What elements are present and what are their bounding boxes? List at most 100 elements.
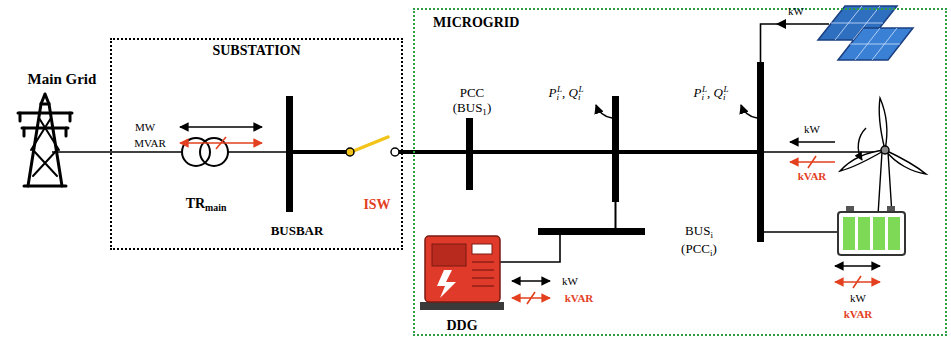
battery-bank [858,217,870,250]
superscript-text: L [578,84,583,94]
isolating-switch [391,148,399,156]
label-text: kVAR [565,292,594,304]
label-text: ) [487,100,491,115]
label-text: PCC [460,85,485,100]
wind-turbine [885,150,926,174]
bus-tie [615,200,617,230]
region-heading: SUBSTATION [212,44,300,58]
diesel-generator [472,285,494,286]
text-label: kVAR [844,309,873,320]
wind-turbine [840,98,926,215]
isolating-switch [351,137,388,152]
substation-region: SUBSTATION [110,38,403,250]
subscript-text: i [723,91,726,101]
text-label: kW [850,293,866,304]
text-label: MW [135,122,155,133]
isolating-switch [346,148,354,156]
text-label: (PCCi) [681,242,717,258]
wind-turbine [858,128,866,160]
text-label: Main Grid [28,72,97,87]
subscript-text: i [701,91,704,101]
wind-turbine [879,98,887,150]
wind-turbine [840,150,885,171]
diesel-generator [472,244,492,254]
power-flow-arrow [790,142,835,168]
load-arrow [741,105,757,118]
power-flow-arrow [180,126,262,128]
wind-turbine [881,146,889,154]
text-label: BUSBAR [271,224,324,237]
solar-panel [850,44,900,45]
label-text: kVAR [844,308,873,320]
subscript-text: i [710,230,713,240]
diesel-generator [472,269,494,270]
label-text: MVAR [134,137,166,149]
label-text: Main Grid [28,71,97,87]
wind-turbine [878,152,892,215]
power-flow-arrow [527,292,535,304]
busbar-bar [286,96,293,212]
label-text: kVAR [798,170,827,182]
label-text: BUSBAR [271,223,324,238]
subscript-text: main [205,202,226,213]
superscript-text: L [557,84,562,94]
text-label: (BUS1) [453,101,492,117]
label-text: , Q [562,85,578,100]
label-text: ISW [363,197,390,212]
label-text: (PCC [681,241,710,256]
label-text: BUS [685,223,710,238]
diesel-generator [472,262,494,286]
power-flow-arrow [835,266,880,288]
text-label: PiL, QiL [693,85,728,102]
text-label: kW [562,276,578,287]
text-label: ISW [363,198,390,212]
label-text: ) [713,241,717,256]
region-heading: MICROGRID [433,16,519,30]
power-flow-arrow [790,141,835,143]
diesel-generator [432,244,466,266]
power-flow-arrow [180,127,262,149]
power-flow-arrow [512,281,550,304]
solar-connection [761,24,830,62]
ddg-connection [500,235,560,262]
label-text: P [548,85,556,100]
superscript-text: L [702,84,707,94]
load-arrow [596,105,757,118]
label-text: TR [186,196,205,211]
subscript-text: i [710,248,713,258]
diesel-generator [437,270,456,298]
solar-panel [853,6,880,40]
feeder-connector [403,150,413,154]
microgrid-region: MICROGRID [413,8,947,336]
text-label: MVAR [134,138,166,149]
label-text: kW [804,123,820,135]
label-text: MW [135,121,155,133]
battery-bank [888,217,900,250]
battery-connection [764,231,838,233]
flow-arrowhead [776,19,786,29]
isolating-switch [346,137,399,156]
pcc-bus-bar [466,118,473,190]
superscript-text: L [723,84,728,94]
bus-bar [612,96,619,202]
text-label: PCC [460,86,485,99]
diesel-generator [420,302,504,310]
subscript-text: i [578,91,581,101]
text-label: kW [804,124,820,135]
main-feeder [293,150,347,154]
solar-panel [835,6,862,40]
battery-bank [843,217,855,250]
text-label: DDG [446,319,477,333]
transmission-tower [28,104,62,186]
transmission-tower [18,94,72,186]
text-label: kVAR [798,171,827,182]
diesel-generator [472,261,494,262]
label-text: P [693,85,701,100]
bus-bar [757,62,764,242]
main-feeder [293,150,764,154]
battery-bank [838,212,905,255]
transmission-tower [31,118,59,176]
main-feeder [412,150,764,154]
